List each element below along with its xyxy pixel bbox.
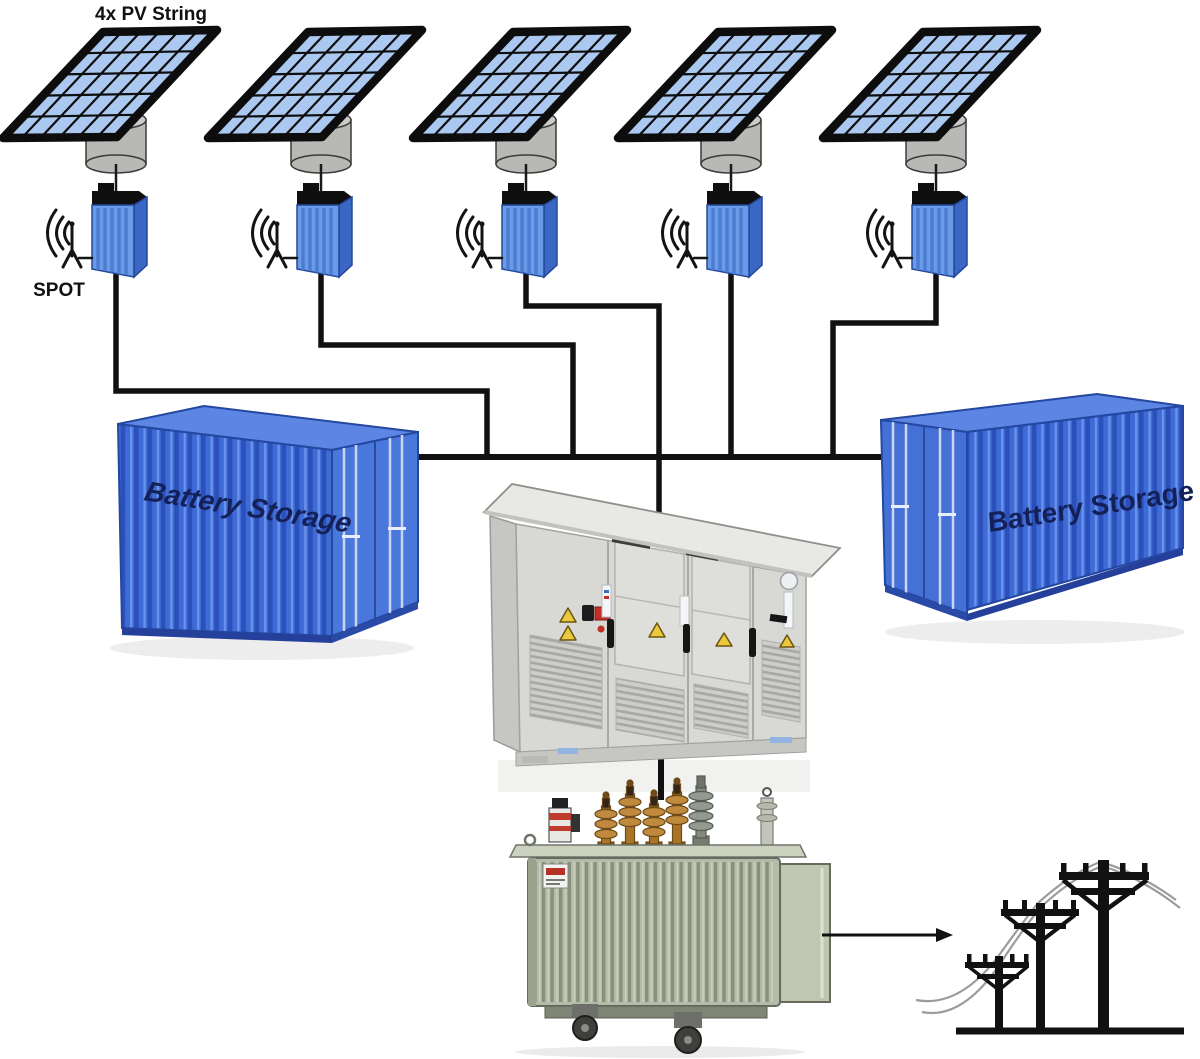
lifting-lug bbox=[523, 833, 537, 847]
utility-poles-icon bbox=[915, 860, 1184, 1035]
door-handle-mark bbox=[938, 513, 956, 516]
door-handle bbox=[749, 628, 756, 657]
pv-string-label: 4x PV String bbox=[95, 4, 207, 25]
door-panel bbox=[691, 555, 751, 685]
grid-arrow bbox=[822, 928, 953, 942]
pv-unit-2 bbox=[208, 30, 422, 277]
spot-label: SPOT bbox=[33, 280, 85, 301]
warning-triangle-icons bbox=[559, 607, 795, 648]
battery-container-right: Battery Storage bbox=[879, 392, 1197, 621]
container-bottom-rail bbox=[967, 548, 1183, 621]
nameplate bbox=[542, 863, 569, 889]
red-indicator bbox=[597, 625, 605, 633]
black-lever bbox=[769, 613, 788, 624]
control-strip bbox=[679, 595, 690, 627]
pv-unit-3 bbox=[413, 30, 627, 277]
arrowhead bbox=[936, 928, 953, 942]
tank-left-flange bbox=[528, 858, 536, 1006]
pv-unit-4 bbox=[618, 30, 832, 277]
door-handle-mark bbox=[388, 527, 406, 530]
wire-pv3-to-inverter bbox=[523, 268, 662, 522]
base-labels bbox=[522, 737, 792, 763]
roof-fascia bbox=[483, 510, 813, 578]
door-lock-rods bbox=[342, 435, 404, 631]
conservator-pipe-icon bbox=[756, 787, 778, 847]
surge-arrester-icon bbox=[548, 798, 580, 843]
strip-mark bbox=[604, 596, 609, 599]
cooling-fins bbox=[536, 862, 774, 1002]
base-beam bbox=[544, 1005, 768, 1019]
wheels bbox=[572, 1004, 702, 1054]
control-strip bbox=[601, 584, 612, 618]
door-handle bbox=[607, 619, 614, 648]
container-bottom-rail bbox=[885, 585, 967, 621]
inverter-station bbox=[482, 483, 842, 767]
transformer-lid bbox=[508, 844, 808, 858]
ground-shadows bbox=[110, 620, 1185, 1058]
transformer bbox=[508, 775, 831, 1054]
poles bbox=[965, 860, 1149, 1031]
inverter-left-side bbox=[489, 514, 521, 754]
porcelain-insulator-icon bbox=[688, 775, 714, 849]
container-bottom-rail bbox=[122, 628, 332, 643]
door-controls bbox=[582, 571, 799, 657]
panel-seams bbox=[614, 595, 751, 621]
battery-container-left: Battery Storage bbox=[116, 404, 419, 643]
wire-pv2-to-bus bbox=[318, 268, 576, 456]
pv-unit-1 bbox=[3, 30, 217, 277]
door-handle-mark bbox=[891, 505, 909, 508]
inverter-reflection bbox=[498, 760, 810, 792]
pv-unit-5 bbox=[823, 30, 1037, 277]
switch-bracket bbox=[582, 605, 594, 621]
door-panel bbox=[614, 541, 685, 677]
wire-pv5-to-bus bbox=[830, 266, 939, 456]
dial bbox=[779, 571, 799, 591]
container-bottom-rail bbox=[332, 602, 418, 643]
wire-pv1-to-bus bbox=[113, 268, 490, 456]
door-handle bbox=[683, 624, 690, 653]
strip-mark bbox=[604, 590, 609, 593]
control-strip bbox=[783, 591, 794, 629]
wiring bbox=[113, 266, 939, 800]
door-handle-mark bbox=[342, 535, 360, 538]
door-lock-rods bbox=[891, 422, 955, 609]
louver-vents bbox=[529, 634, 801, 743]
inverter-base bbox=[515, 737, 807, 767]
